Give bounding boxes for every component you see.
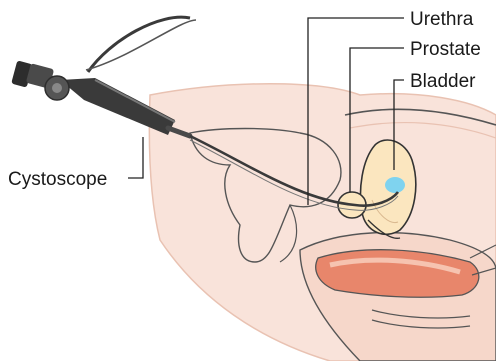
bladder-fluid (385, 177, 405, 193)
cystoscope-leader (128, 137, 143, 178)
cystoscope-label: Cystoscope (8, 169, 107, 190)
urethra-label: Urethra (410, 9, 474, 30)
bladder-label: Bladder (410, 71, 476, 92)
prostate-label: Prostate (410, 39, 481, 60)
